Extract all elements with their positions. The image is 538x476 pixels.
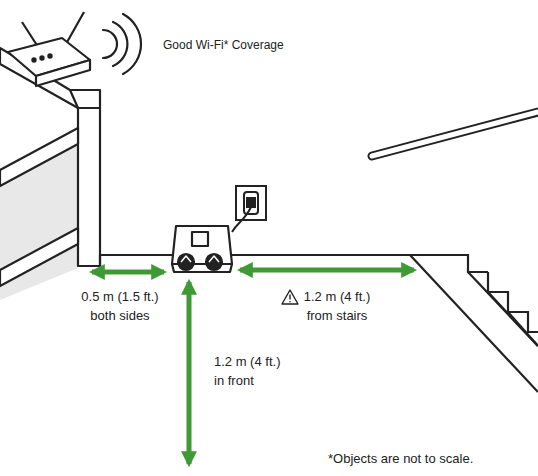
warning-symbol (282, 290, 298, 304)
router (8, 12, 90, 86)
shelf-unit (0, 48, 100, 286)
outlet (232, 186, 266, 232)
dimension-label: 1.2 m (4 ft.) in front (214, 352, 288, 390)
dimension-label: 1.2 m (4 ft.) from stairs (300, 287, 374, 325)
railing (372, 112, 538, 156)
footnote: *Objects are not to scale. (328, 449, 538, 468)
stairs (410, 255, 538, 346)
wifi-label: Good Wi-Fi* Coverage (163, 36, 363, 55)
floor-line (100, 255, 538, 392)
shadow (0, 128, 78, 300)
wifi-waves (103, 14, 141, 74)
dimension-label: 0.5 m (1.5 ft.) both sides (75, 287, 165, 325)
charging-dock (172, 226, 232, 272)
